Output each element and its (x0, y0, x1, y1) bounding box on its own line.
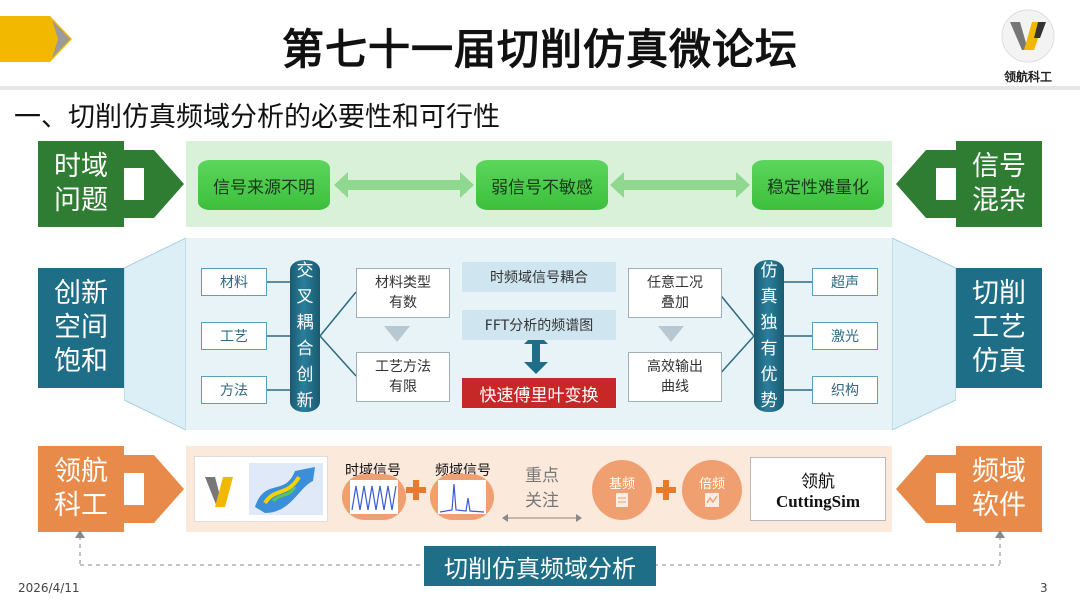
bottom-dashed-connector (75, 530, 1005, 566)
header-divider (0, 86, 1080, 90)
focus-label: 重点 关注 (525, 466, 559, 511)
row1-left-label: 时域 问题 (38, 141, 124, 227)
document-icon (616, 492, 628, 507)
row2-mid-left-box-1: 材料类型 有数 (356, 268, 450, 318)
logo: 领航科工 (988, 8, 1068, 84)
row2-right-item-3: 织构 (812, 376, 878, 404)
row3-right-arrow-icon (896, 455, 956, 527)
row1-left-arrow-icon (124, 150, 184, 222)
row3-left-arrow-icon (124, 455, 184, 527)
freq-signal-chart (430, 474, 494, 520)
row2-mid-right-box-1: 任意工况 叠加 (628, 268, 722, 318)
row1-item-1: 信号来源不明 (198, 160, 330, 210)
row2-right-item-1: 超声 (812, 268, 878, 296)
plus-icon (654, 478, 678, 506)
double-arrow-icon (334, 172, 474, 202)
multi-freq-label: 倍频 (698, 476, 725, 492)
row2-mid-right-box-2: 高效输出 曲线 (628, 352, 722, 402)
simulation-image (194, 456, 328, 522)
focus-double-arrow-icon (502, 508, 582, 527)
chart-icon (705, 492, 719, 507)
row1-right-arrow-icon (896, 150, 956, 222)
plus-icon (404, 478, 428, 506)
row3-right-label: 频域 软件 (956, 446, 1042, 532)
section-subtitle: 一、切削仿真频域分析的必要性和可行性 (14, 101, 500, 133)
row2-left-label: 创新 空间 饱和 (38, 268, 124, 388)
row1-item-3: 稳定性难量化 (752, 160, 884, 210)
row2-mid-left-box-2: 工艺方法 有限 (356, 352, 450, 402)
row3-left-label: 领航 科工 (38, 446, 124, 532)
row2-left-pillar: 交叉 耦合 创新 (290, 260, 320, 412)
header-arrow-icon (0, 16, 72, 62)
base-freq-badge: 基频 (592, 460, 652, 520)
software-product: CuttingSim (775, 491, 861, 511)
row2-left-funnel (123, 237, 187, 434)
row2-right-funnel (891, 237, 957, 434)
row2-right-pillar: 仿真 独有 优势 (754, 260, 784, 412)
row2-center-bar-1: 时频域信号耦合 (462, 262, 616, 292)
time-signal-chart (342, 474, 406, 520)
base-freq-label: 基频 (608, 476, 635, 492)
logo-mark-icon (1001, 9, 1055, 63)
row2-left-item-1: 材料 (201, 268, 267, 296)
software-box: 领航 CuttingSim (750, 457, 886, 521)
footer-date: 2026/4/11 (18, 581, 80, 595)
footer-page-number: 3 (1040, 581, 1048, 595)
software-name: 领航 (801, 471, 835, 492)
row2-right-item-2: 激光 (812, 322, 878, 350)
row1-right-label: 信号 混杂 (956, 141, 1042, 227)
double-arrow-icon (610, 172, 750, 202)
fft-label: 快速傅里叶变换 (462, 378, 616, 408)
bottom-label: 切削仿真频域分析 (424, 546, 656, 586)
page-title: 第七十一届切削仿真微论坛 (281, 24, 798, 74)
row2-center-bar-2: FFT分析的频谱图 (462, 310, 616, 340)
row2-right-label: 切削 工艺 仿真 (956, 268, 1042, 388)
logo-text: 领航科工 (1003, 70, 1052, 84)
row2-left-item-3: 方法 (201, 376, 267, 404)
row2-connectors (266, 281, 812, 391)
row1-item-2: 弱信号不敏感 (476, 160, 608, 210)
multi-freq-badge: 倍频 (682, 460, 742, 520)
row2-left-item-2: 工艺 (201, 322, 267, 350)
